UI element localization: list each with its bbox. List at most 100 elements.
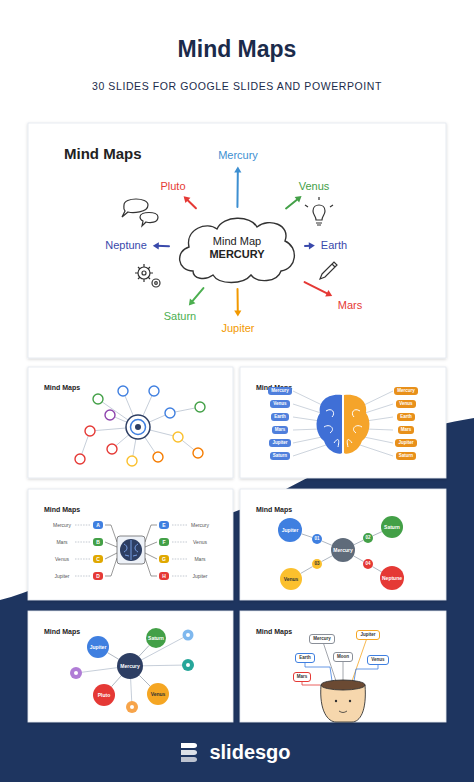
topic-pill: A (93, 521, 103, 530)
arrow-head (189, 299, 196, 306)
sketch-arrow (153, 242, 169, 249)
cloud-path (180, 218, 295, 282)
planet-label: Mars (336, 298, 364, 313)
connector-line (286, 198, 299, 208)
planet-name: Neptune (105, 239, 147, 252)
topic-circle: 04 (363, 559, 373, 569)
topic-pill: Venus (396, 400, 415, 408)
topic-text: Mercury (313, 636, 331, 642)
topic-pill: Mars (272, 426, 289, 434)
topic-text: B (96, 539, 100, 546)
brand-name: slidesgo (209, 740, 290, 764)
side-label: Venus (55, 556, 69, 562)
planet-name: Mars (338, 299, 362, 312)
connector-line (373, 532, 382, 536)
topic-circle: Saturn (146, 628, 166, 648)
topic-pill: Saturn (396, 452, 416, 460)
topic-circle: Venus (280, 568, 302, 590)
topic-pill: Mercury (394, 387, 418, 395)
side-label: Venus (193, 539, 207, 545)
slide-title: Mind Maps (256, 506, 292, 513)
topic-pill: Moon (333, 652, 353, 662)
slide-title: Mind Maps (256, 628, 292, 635)
brand-name-box: slidesgo (209, 740, 290, 764)
arrow-head (325, 290, 332, 296)
topic-text: Saturn (384, 524, 400, 531)
topic-text: Jupiter (398, 440, 413, 446)
sketch-arrow (184, 196, 196, 208)
topic-pill: C (93, 555, 103, 564)
slide-card: Mind MapsJupiterMercuryEarthMoonVenusMar… (240, 611, 446, 722)
slide-card: Mind MapsMind MapMERCURYMercuryVenusEart… (28, 123, 446, 358)
topic-circle: 01 (312, 534, 322, 544)
planet-label: Mercury (216, 148, 260, 163)
side-label-box: Mercury (191, 522, 209, 528)
branch-line (354, 540, 363, 544)
slide-title: Mind Maps (44, 628, 80, 635)
connector-line (322, 541, 331, 545)
subtitle: 30 SLIDES FOR GOOGLE SLIDES AND POWERPOI… (92, 80, 382, 93)
icon-network (75, 386, 205, 466)
logo-mark (181, 743, 197, 762)
side-label: Jupiter (192, 573, 207, 579)
topic-pill: F (159, 538, 168, 547)
topic-pill: Mars (293, 672, 312, 682)
arrow-head (309, 242, 315, 249)
topic-circle: Pluto (93, 684, 115, 706)
sketch-arrow (189, 288, 204, 305)
topic-text: Saturn (273, 453, 287, 459)
side-label: Mars (56, 539, 67, 545)
topic-text: D (96, 573, 100, 580)
slide-card: Mind Maps (28, 367, 233, 478)
connector-line (191, 288, 203, 303)
connector-line (373, 567, 381, 572)
topic-text: Venus (399, 401, 412, 407)
topic-pill: Venus (367, 655, 388, 665)
cloud-heading: Mind Map (213, 235, 261, 248)
planet-label: Saturn (162, 309, 198, 324)
subtitle-box: 30 SLIDES FOR GOOGLE SLIDES AND POWERPOI… (92, 80, 382, 93)
topic-circle: Jupiter (278, 518, 302, 542)
slide-title: Mind Maps (44, 384, 80, 391)
topic-text: Venus (151, 691, 166, 698)
arrow-head (184, 196, 191, 203)
branch-line (322, 541, 331, 545)
side-label: Mercury (53, 522, 71, 528)
sketch-arrow (234, 166, 241, 207)
topic-text: Neptune (382, 575, 402, 582)
connector-line (302, 534, 312, 537)
topic-pill: B (93, 538, 103, 547)
connector-line (237, 289, 239, 313)
topic-circle: Mercury (331, 538, 355, 562)
slide-cards (28, 123, 446, 722)
side-label-box: Jupiter (192, 573, 207, 579)
connector-line (305, 282, 329, 294)
topic-text: Earth (299, 655, 311, 661)
arrow-head (234, 310, 241, 316)
topic-text: A (96, 522, 100, 529)
planet-name: Jupiter (221, 322, 254, 335)
planet-label: Pluto (158, 179, 187, 194)
topic-pill: Earth (397, 413, 415, 421)
side-label-box: Mars (194, 556, 205, 562)
topic-pill: Earth (295, 653, 315, 663)
topic-circle: Saturn (381, 516, 403, 538)
topic-pill: Jupiter (395, 439, 416, 447)
branch-line (354, 556, 363, 561)
topic-text: Jupiter (90, 644, 107, 651)
branch-line (301, 567, 312, 574)
topic-text: Saturn (399, 453, 413, 459)
topic-text: G (162, 556, 166, 563)
slide-card: Mind MapsJupiterSaturn0102Mercury0304Ven… (240, 489, 446, 600)
side-label: Mars (194, 556, 205, 562)
planet-label: Neptune (103, 238, 149, 253)
brain-figure (293, 391, 393, 456)
topic-text: Earth (274, 414, 286, 420)
topic-text: Venus (284, 576, 299, 583)
slide-card: Mind MapsSaturnJupiterMercuryPlutoVenus (28, 611, 233, 722)
slide-title: Mind Maps (44, 506, 80, 513)
sketch-arrow (305, 242, 315, 249)
topic-text: F (162, 539, 165, 546)
topic-pill: Mercury (268, 387, 292, 395)
branch-line (139, 646, 149, 656)
